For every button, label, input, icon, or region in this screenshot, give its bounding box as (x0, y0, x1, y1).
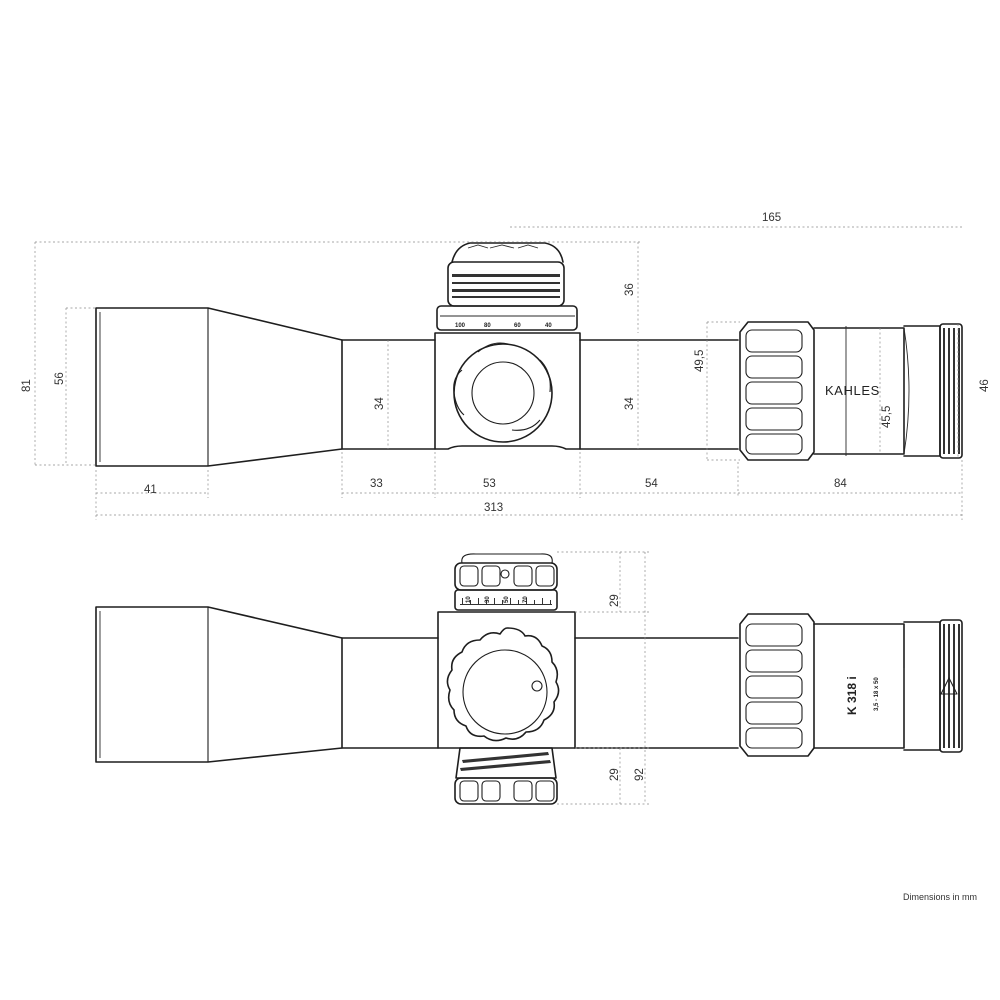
eyepiece-side (903, 621, 941, 751)
dim-total-turret-height: 92 (634, 768, 646, 781)
adjustment-dot-icon (531, 680, 543, 692)
eyepiece-knurl-side (939, 619, 963, 753)
eyepiece-knurl-top (939, 323, 963, 459)
magnification-ring-grip (745, 329, 803, 455)
turret-label: 50 (504, 596, 510, 603)
top-view-scope: KAHLES (95, 242, 963, 467)
objective-bell-side (95, 606, 343, 763)
dim-eyepiece-diameter: 46 (979, 379, 991, 392)
dim-eyepiece-body-diameter: 45,5 (881, 406, 893, 428)
parallax-knob-top (453, 342, 553, 443)
side-view-scope: K 318 i 3,5 - 18 x 50 (95, 553, 963, 805)
bottom-turret-base (455, 747, 557, 779)
eyepiece-body-side (813, 623, 905, 749)
objective-bell-top (95, 307, 343, 467)
dim-objective-length: 41 (144, 484, 157, 496)
elevation-turret-grip (459, 565, 555, 587)
turret-label: 40 (545, 323, 552, 329)
eyepiece-body-top (813, 327, 905, 455)
dim-ocular-length: 84 (834, 478, 847, 490)
turret-label: 100 (455, 323, 466, 329)
unit-note: Dimensions in mm (903, 892, 977, 902)
magnification-ring-side-grip (745, 623, 803, 749)
elevation-turret-top (447, 261, 565, 307)
parallax-turret-bottom (454, 777, 558, 805)
dim-turret-height: 36 (624, 283, 636, 296)
magnification-ring-top (739, 321, 815, 461)
dim-front-tube-length: 33 (370, 478, 383, 490)
turret-label: 30 (485, 596, 491, 603)
top-view-dimensions (34, 226, 963, 520)
dim-overall-length: 313 (484, 502, 503, 514)
dim-turret-housing-length: 53 (483, 478, 496, 490)
dim-tube-diameter-right: 34 (624, 397, 636, 410)
turret-scale-ring-side (454, 589, 558, 611)
turret-label: 60 (514, 323, 521, 329)
warning-triangle-icon (940, 677, 958, 695)
parallax-turret-grip (459, 780, 555, 802)
dim-rear-tube-length: 54 (645, 478, 658, 490)
turret-housing-side (437, 611, 576, 749)
turret-label: 10 (466, 596, 472, 603)
brand-logo: KAHLES (825, 383, 880, 398)
model-spec: 3,5 - 18 x 50 (874, 677, 880, 711)
dim-magnification-ring-diameter: 49,5 (694, 350, 706, 372)
magnification-ring-side (739, 613, 815, 757)
windage-turret-side (446, 627, 560, 742)
model-name: K 318 i (845, 676, 859, 715)
dim-objective-diameter: 56 (54, 372, 66, 385)
turret-lock-icon (500, 569, 510, 579)
dim-tube-diameter-left: 34 (374, 397, 386, 410)
turret-label: 80 (484, 323, 491, 329)
dim-turret-top-height: 29 (609, 594, 621, 607)
dim-eyepiece-length: 165 (762, 212, 781, 224)
turret-label: 70 (523, 596, 529, 603)
turret-housing-top (434, 332, 581, 450)
dim-total-height: 81 (21, 379, 33, 392)
dim-turret-bottom-height: 29 (609, 768, 621, 781)
side-view-dimensions (557, 551, 650, 805)
turret-scale-top: 100 80 60 40 (455, 323, 552, 329)
turret-scale-side: 10 30 50 70 (466, 596, 529, 603)
turret-knurling (452, 274, 560, 298)
